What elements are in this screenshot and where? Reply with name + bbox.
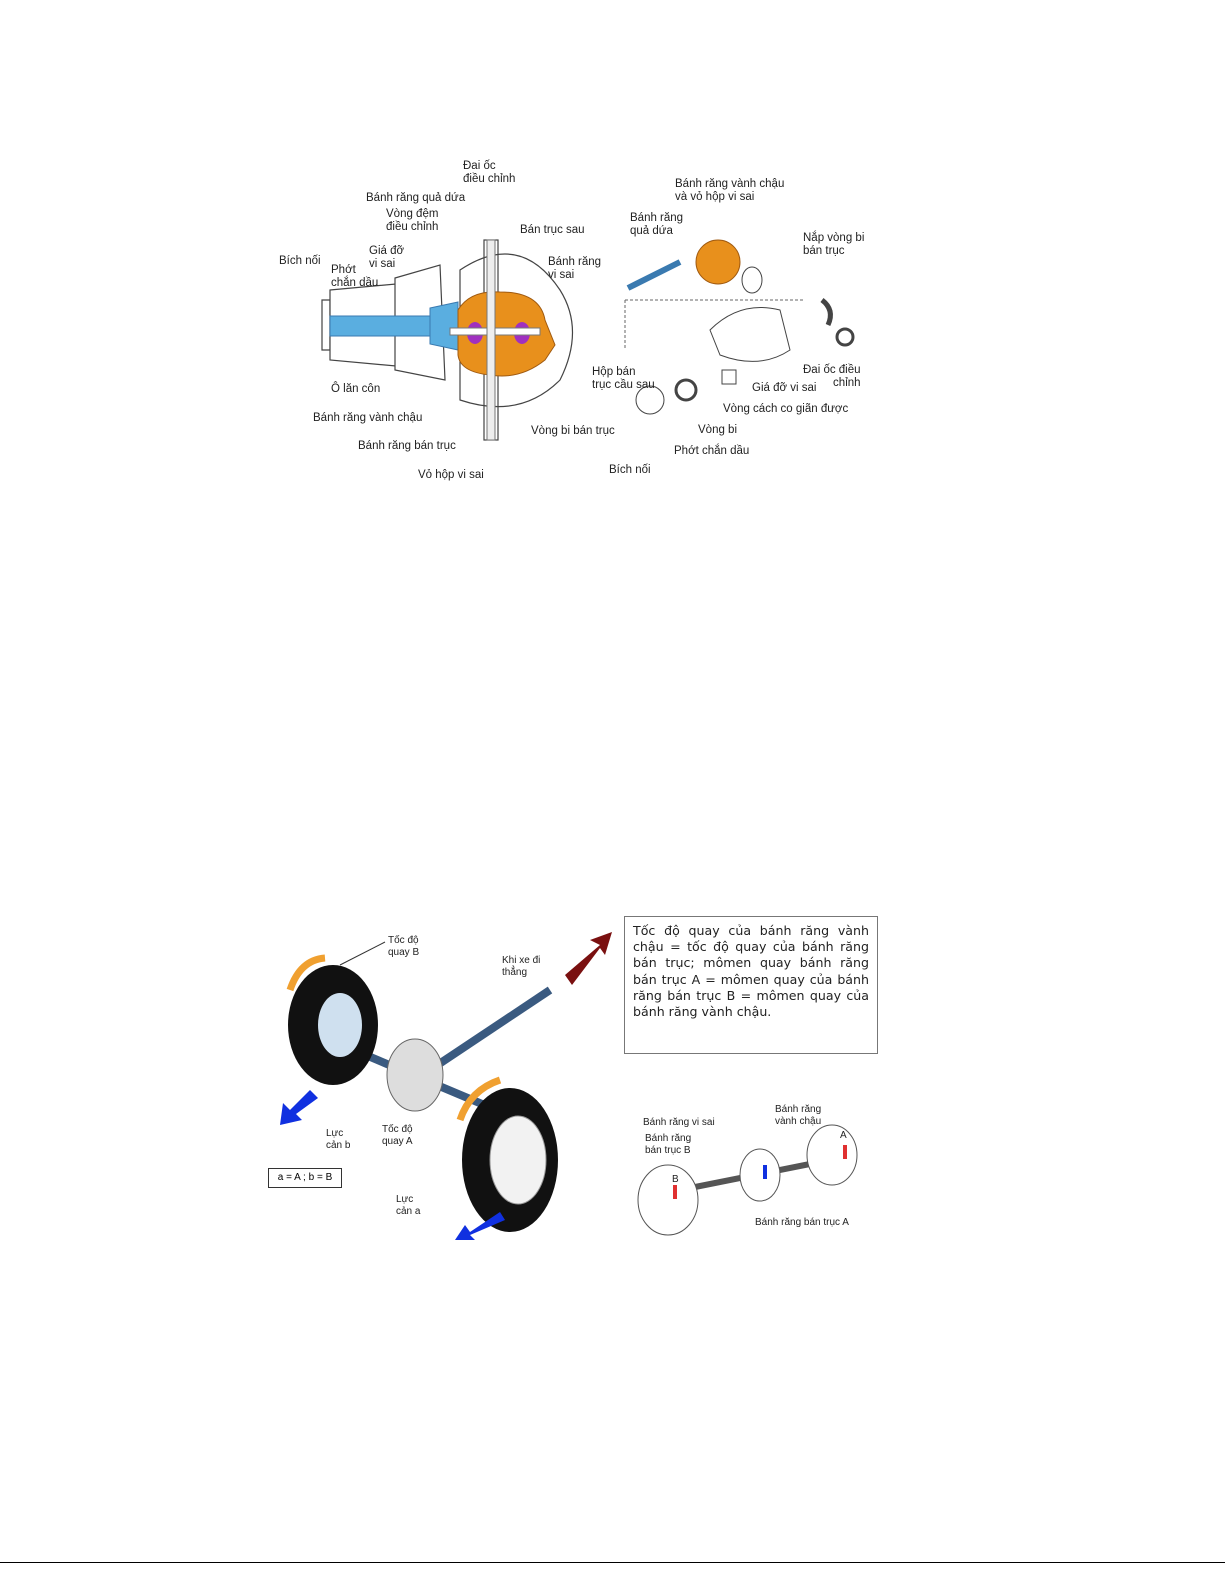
label-bearing-cap: Nắp vòng bi bán trục	[803, 232, 865, 257]
label-speed-a: Tốc độ quay A	[382, 1124, 413, 1147]
label-wheel-a: A	[840, 1130, 847, 1141]
label-diff-case: Vỏ hộp vi sai	[418, 469, 484, 481]
axle-diagram	[280, 932, 612, 1240]
label-resist-b: Lực cản b	[326, 1128, 351, 1151]
label-ring-gear: Bánh răng vành chậu	[313, 412, 423, 424]
label-bearing: Vòng bi	[698, 424, 738, 436]
label-side-gear: Bánh răng bán trục	[358, 440, 456, 452]
label-pinion-gear: Bánh răng quả dứa	[366, 192, 466, 204]
resist-a-arrow-icon	[455, 1212, 505, 1240]
label-axle-housing: Hộp bán trục cầu sau	[592, 366, 655, 391]
label-diff-carrier-exploded: Giá đỡ vi sai	[752, 382, 817, 394]
label-pinion-gear-exploded: Bánh răng quả dứa	[630, 212, 684, 237]
label-adjusting-shim: Vòng đệm điều chỉnh	[386, 208, 439, 233]
explanation-box: Tốc độ quay của bánh răng vành chậu = tố…	[624, 916, 878, 1054]
pinion-shaft	[329, 301, 459, 351]
forward-arrow-icon	[565, 932, 612, 985]
label-collapsible-spacer: Vòng cách co giãn được	[723, 403, 849, 415]
label-ring-gear-and-case: Bánh răng vành chậu và vỏ hộp vi sai	[675, 178, 785, 203]
label-diff-gear: Bánh răng vi sai	[643, 1117, 715, 1128]
label-flange: Bích nối	[279, 255, 321, 267]
label-adjusting-nut-exploded: Đai ốc điều chỉnh	[803, 364, 861, 389]
page-bottom-rule	[0, 1562, 1225, 1563]
label-oil-seal: Phớt chắn dầu	[331, 264, 379, 289]
label-diff-pinion: Bánh răng vi sai	[548, 256, 602, 281]
label-oil-seal-exploded: Phớt chắn dầu	[674, 445, 750, 457]
small-diff-diagram	[637, 1124, 858, 1236]
label-driving-straight: Khi xe đi thẳng	[502, 955, 541, 978]
equation-box: a = A ; b = B	[268, 1168, 342, 1188]
label-ring-gear-small: Bánh răng vành chậu	[775, 1104, 822, 1127]
label-diff-carrier: Giá đỡ vi sai	[369, 245, 405, 270]
ring-gear-case	[449, 239, 556, 441]
label-side-gear-b: Bánh răng bán trục B	[645, 1133, 692, 1156]
label-taper-bearing: Ô lăn côn	[331, 383, 381, 395]
label-side-gear-a: Bánh răng bán trục A	[755, 1217, 849, 1228]
label-flange-exploded: Bích nối	[609, 464, 651, 476]
label-speed-b: Tốc độ quay B	[388, 935, 420, 958]
label-side-bearing: Vòng bi bán trục	[531, 425, 615, 437]
label-rear-axle-shaft: Bán trục sau	[520, 224, 585, 236]
exploded-view	[624, 239, 855, 415]
resist-b-arrow-icon	[280, 1090, 318, 1125]
label-adjusting-nut: Đai ốc điều chỉnh	[463, 160, 516, 185]
ring-gear	[386, 1038, 444, 1112]
label-resist-a: Lực cản a	[396, 1194, 421, 1217]
label-wheel-b: B	[672, 1174, 679, 1185]
